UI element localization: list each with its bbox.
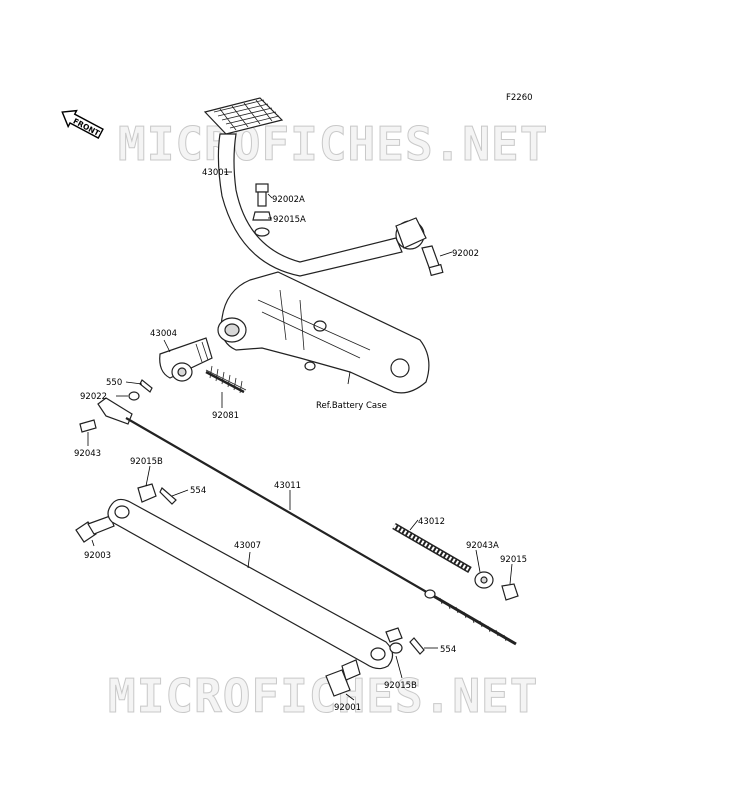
nut-92015 (501, 583, 519, 601)
nut-92015B-top (137, 483, 157, 503)
cotter-pin-550 (139, 379, 153, 393)
label-550: 550 (106, 378, 122, 388)
label-43011: 43011 (274, 481, 301, 491)
nut-92015A (252, 211, 272, 237)
part-labels: 43001 92002A 92015A 92002 43004 550 9202… (74, 168, 527, 713)
washer-92022 (128, 391, 140, 401)
leader-lines (87, 171, 513, 701)
label-92015A: 92015A (273, 215, 306, 225)
label-92003: 92003 (84, 551, 111, 561)
brake-pedal (203, 97, 427, 277)
nut-92015B-bottom (385, 627, 403, 643)
shaft-43004 (159, 337, 213, 382)
label-92015: 92015 (500, 555, 527, 565)
bolt-92003 (75, 515, 115, 543)
label-92001: 92001 (334, 703, 361, 713)
front-arrow-icon: FRONT (61, 109, 104, 139)
label-92002: 92002 (452, 249, 479, 259)
label-43001: 43001 (202, 168, 229, 178)
spring-43012 (392, 522, 472, 574)
label-92015B-top: 92015B (130, 457, 163, 467)
label-92043A: 92043A (466, 541, 499, 551)
label-92043: 92043 (74, 449, 101, 459)
bolt-92002A (255, 183, 269, 207)
figure-code: F2260 (506, 93, 533, 103)
front-label: FRONT (72, 116, 102, 138)
watermark-top: MICROFICHES.NET (118, 117, 548, 171)
link-43007 (107, 498, 394, 670)
label-92081: 92081 (212, 411, 239, 421)
bolt-92002 (421, 245, 444, 277)
label-554-top: 554 (190, 486, 206, 496)
pin-92043A (474, 571, 494, 589)
label-92002A: 92002A (272, 195, 305, 205)
label-92022: 92022 (80, 392, 107, 402)
cotter-pin-554-bottom (409, 637, 425, 655)
spring-92081 (205, 365, 247, 394)
bolt-92001 (325, 659, 361, 697)
cotter-pin-554-top (159, 487, 177, 505)
pedal-bracket (217, 271, 430, 394)
label-43007: 43007 (234, 541, 261, 551)
reference-note: Ref.Battery Case (316, 401, 387, 411)
watermark-bottom: MICROFICHES.NET (108, 669, 538, 723)
brake-rod-43011 (97, 397, 517, 646)
label-43004: 43004 (150, 329, 177, 339)
pin-92043 (79, 419, 97, 433)
label-554-bottom: 554 (440, 645, 456, 655)
washer-bottom (389, 642, 403, 654)
label-43012: 43012 (418, 517, 445, 527)
label-92015B-bottom: 92015B (384, 681, 417, 691)
